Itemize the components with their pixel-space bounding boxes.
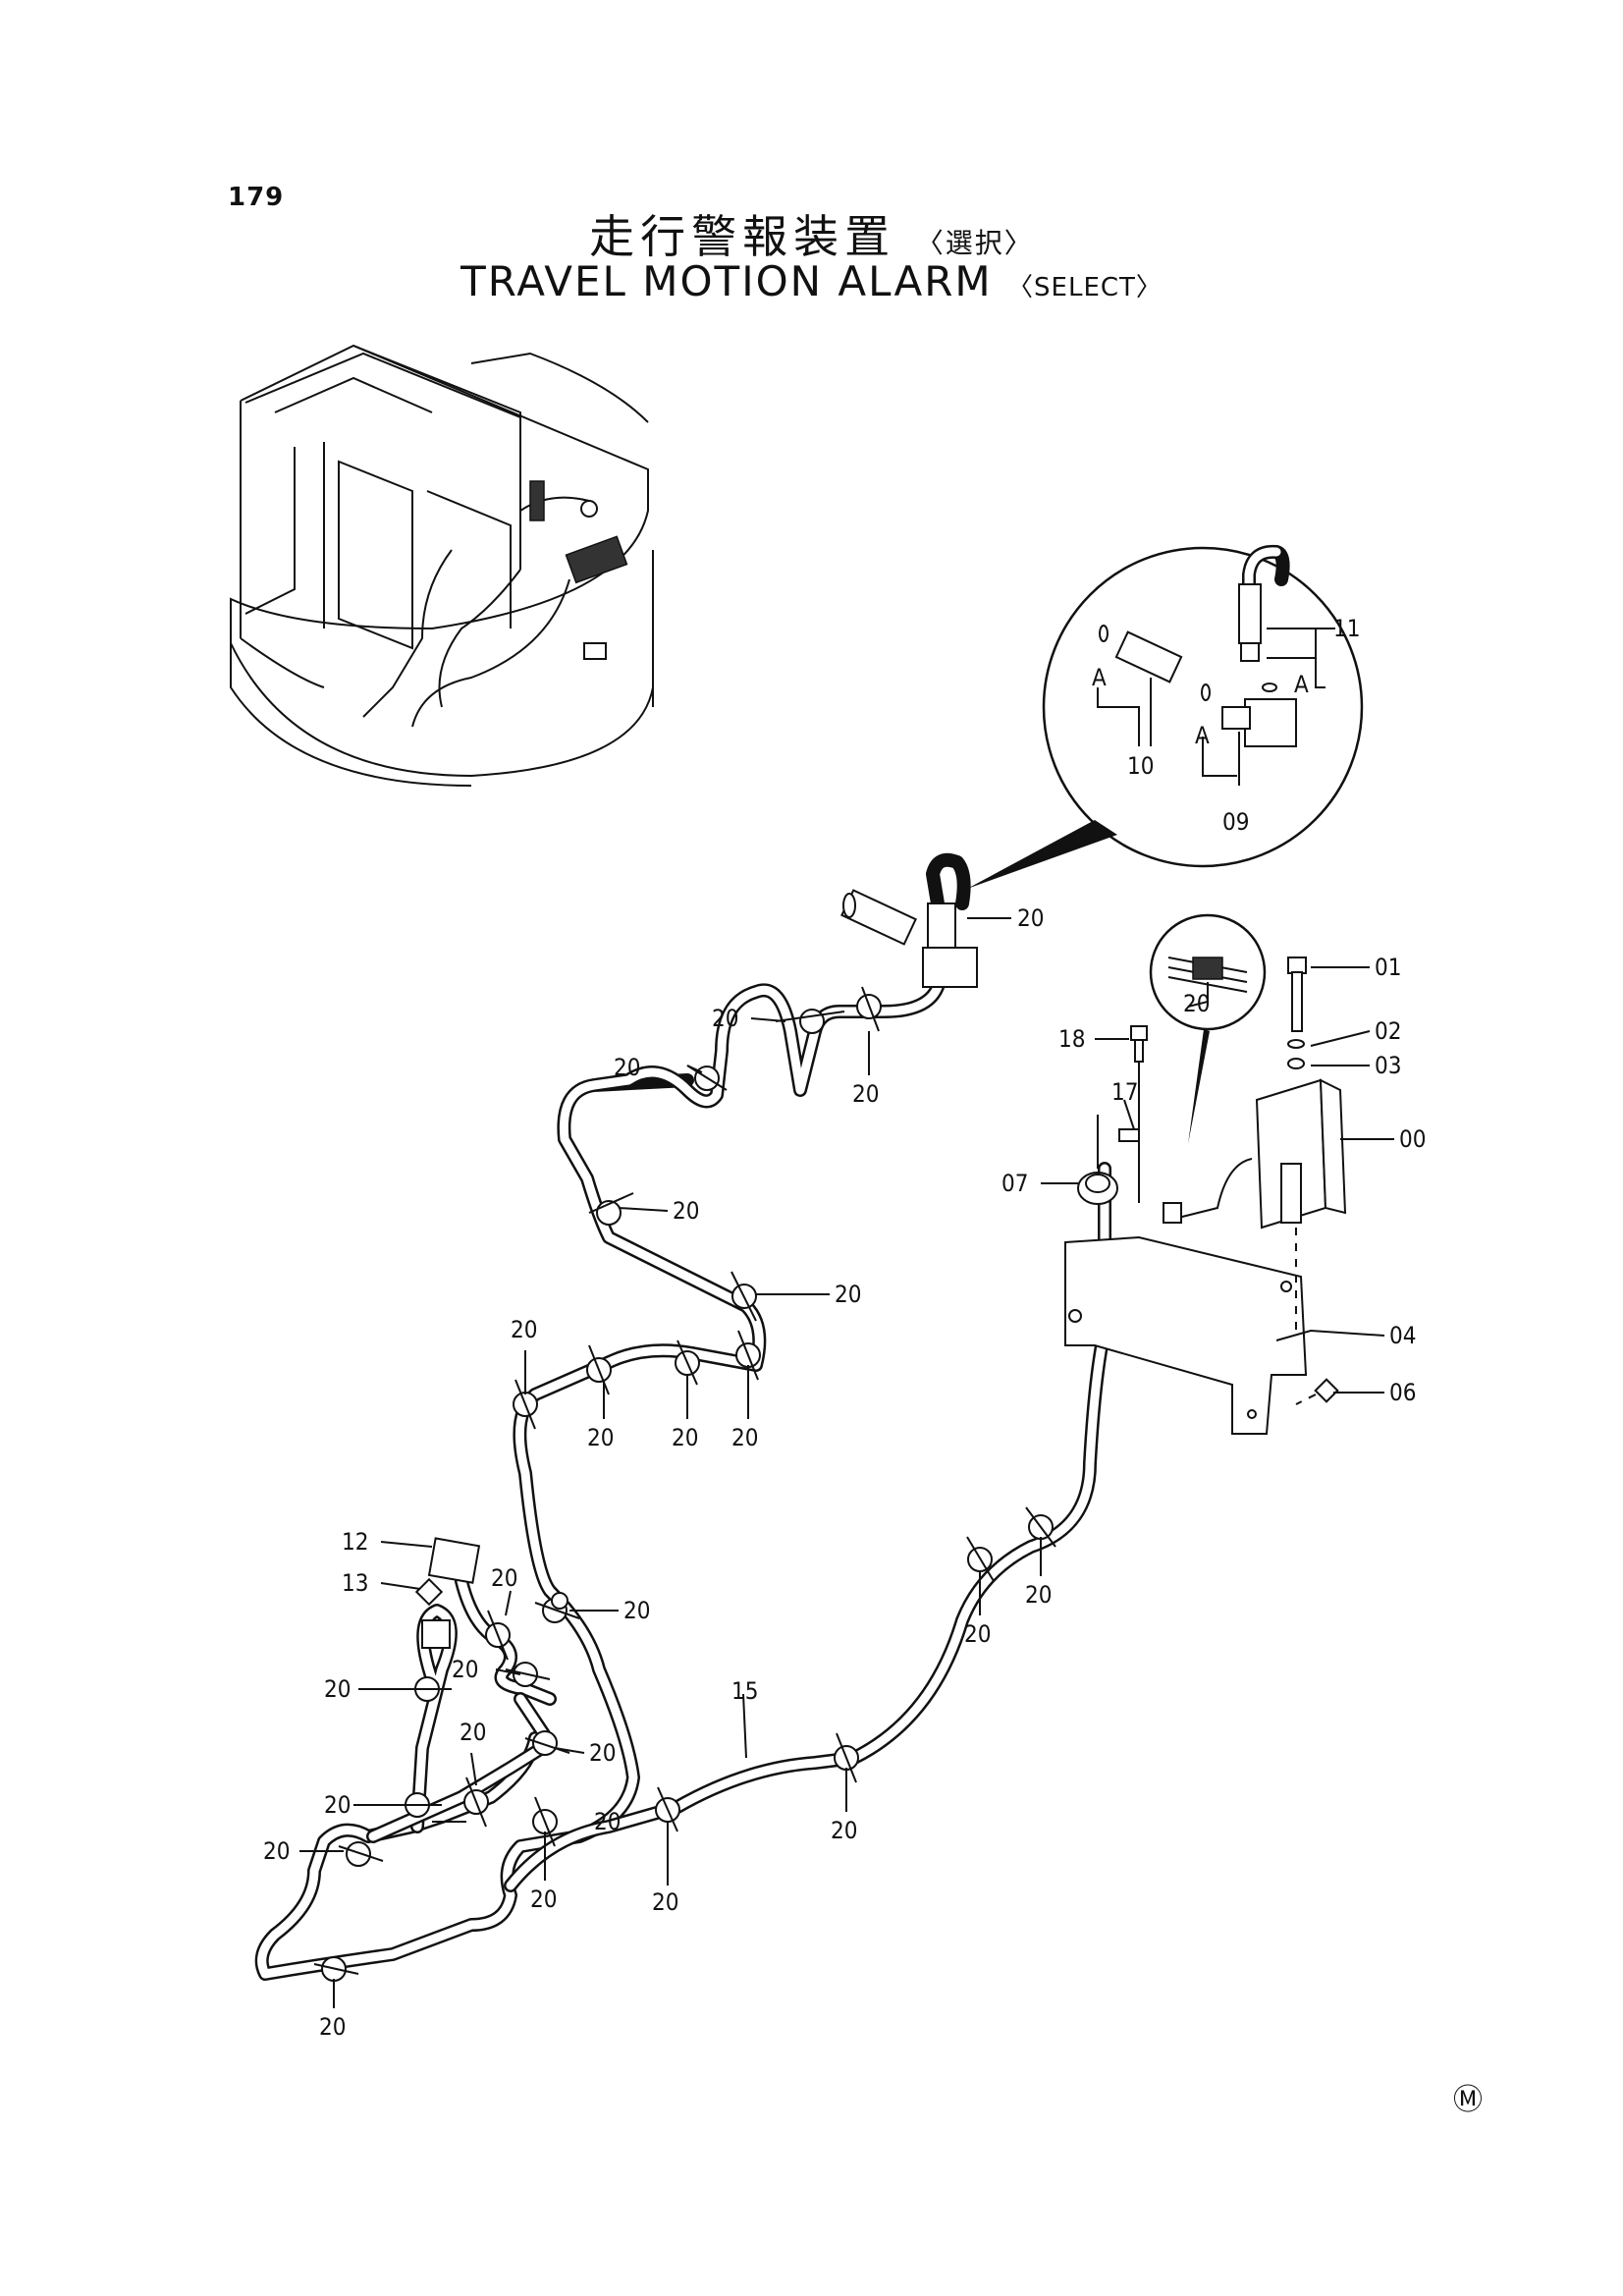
callout-20: 20 [1183,990,1210,1017]
callout-20: 20 [1017,904,1044,932]
page-title-english: TRAVEL MOTION ALARM 〈SELECT〉 [0,257,1623,305]
callout-a-3: A [1294,671,1309,698]
detail-circle-valve: A A A 10 09 11 [967,544,1364,889]
callout-20: 20 [623,1597,650,1624]
callout-00: 00 [1399,1125,1426,1153]
clip-20 [655,1786,680,1832]
callout-20: 20 [614,1054,640,1081]
callout-20: 20 [831,1817,857,1844]
clip-20 [524,1730,570,1756]
callout-06: 06 [1389,1379,1416,1406]
bracket-04 [1064,1228,1308,1435]
clip-20 [338,1841,384,1867]
clip-20 [398,1792,442,1818]
callout-20: 20 [589,1739,616,1767]
callout-20: 20 [594,1808,621,1835]
callout-18: 18 [1058,1025,1085,1053]
page-title-japanese: 走行警報装置 〈選択〉 [0,201,1623,266]
clip-20 [675,1339,700,1386]
callout-20: 20 [491,1564,517,1592]
bolt-01 [1287,957,1307,1069]
callout-a-1: A [1092,664,1107,691]
callout-20: 20 [511,1316,537,1343]
callout-20: 20 [460,1719,486,1746]
callout-20: 20 [530,1886,557,1913]
clip-20 [588,1192,634,1226]
callout-20: 20 [1025,1581,1052,1609]
callout-11: 11 [1333,615,1360,642]
m-mark: Ⓜ [1453,2083,1483,2117]
callout-a-2: A [1195,722,1210,749]
clips [313,986,1056,1982]
callout-20: 20 [324,1791,351,1819]
callout-13: 13 [342,1569,368,1597]
callout-15: 15 [731,1677,758,1705]
wiring-harness [254,980,1111,1981]
callout-12: 12 [342,1528,368,1556]
clip-20 [586,1344,612,1395]
callout-09: 09 [1222,808,1249,836]
callout-20: 20 [835,1281,861,1308]
valve-assembly [840,852,978,988]
clip-20 [313,1956,359,1982]
callout-03: 03 [1375,1052,1401,1079]
title-english-sub: 〈SELECT〉 [1007,273,1163,302]
clip-20 [485,1610,511,1661]
clip-20 [505,1662,551,1687]
clip-20 [775,1009,845,1034]
callout-20: 20 [587,1424,614,1451]
callout-20: 20 [652,1888,678,1916]
callout-02: 02 [1375,1017,1401,1045]
page-number: 179 [228,183,285,212]
callout-01: 01 [1375,954,1401,981]
leader-lines [299,917,1394,2008]
clip-20 [1025,1506,1056,1548]
excavator-overview-illustration [230,344,654,787]
callout-20: 20 [319,2013,346,2041]
screw-06 [1295,1378,1339,1405]
callout-07: 07 [1001,1170,1028,1197]
clip-20 [463,1777,489,1828]
title-english: TRAVEL MOTION ALARM [460,257,993,305]
callout-04: 04 [1389,1322,1416,1349]
callout-20: 20 [672,1424,698,1451]
clip-20 [532,1796,558,1847]
title-japanese: 走行警報装置 [589,210,896,263]
callout-20: 20 [263,1837,290,1865]
connector-12 [414,1537,481,1649]
clip-20 [856,986,882,1032]
callout-20: 20 [452,1656,478,1683]
callout-20: 20 [852,1080,879,1108]
bolt-18 [1118,1025,1148,1203]
callout-20: 20 [731,1424,758,1451]
callout-20: 20 [324,1675,351,1703]
clip-20 [403,1676,452,1702]
alarm-unit [1163,1078,1347,1230]
callout-17: 17 [1111,1078,1138,1106]
title-japanese-sub: 〈選択〉 [915,227,1034,259]
grommet-07 [1077,1115,1118,1205]
detail-circle-connector [1149,913,1267,1144]
callout-20: 20 [712,1005,738,1032]
callout-20: 20 [964,1620,991,1648]
callout-labels: 01 02 03 00 04 06 07 17 18 12 13 15 20 2… [263,904,1426,2041]
clip-20 [551,1592,568,1610]
callout-10: 10 [1127,752,1154,780]
m-mark-symbol: Ⓜ [1453,2083,1483,2117]
clip-20 [730,1271,757,1322]
callout-20: 20 [673,1197,699,1225]
